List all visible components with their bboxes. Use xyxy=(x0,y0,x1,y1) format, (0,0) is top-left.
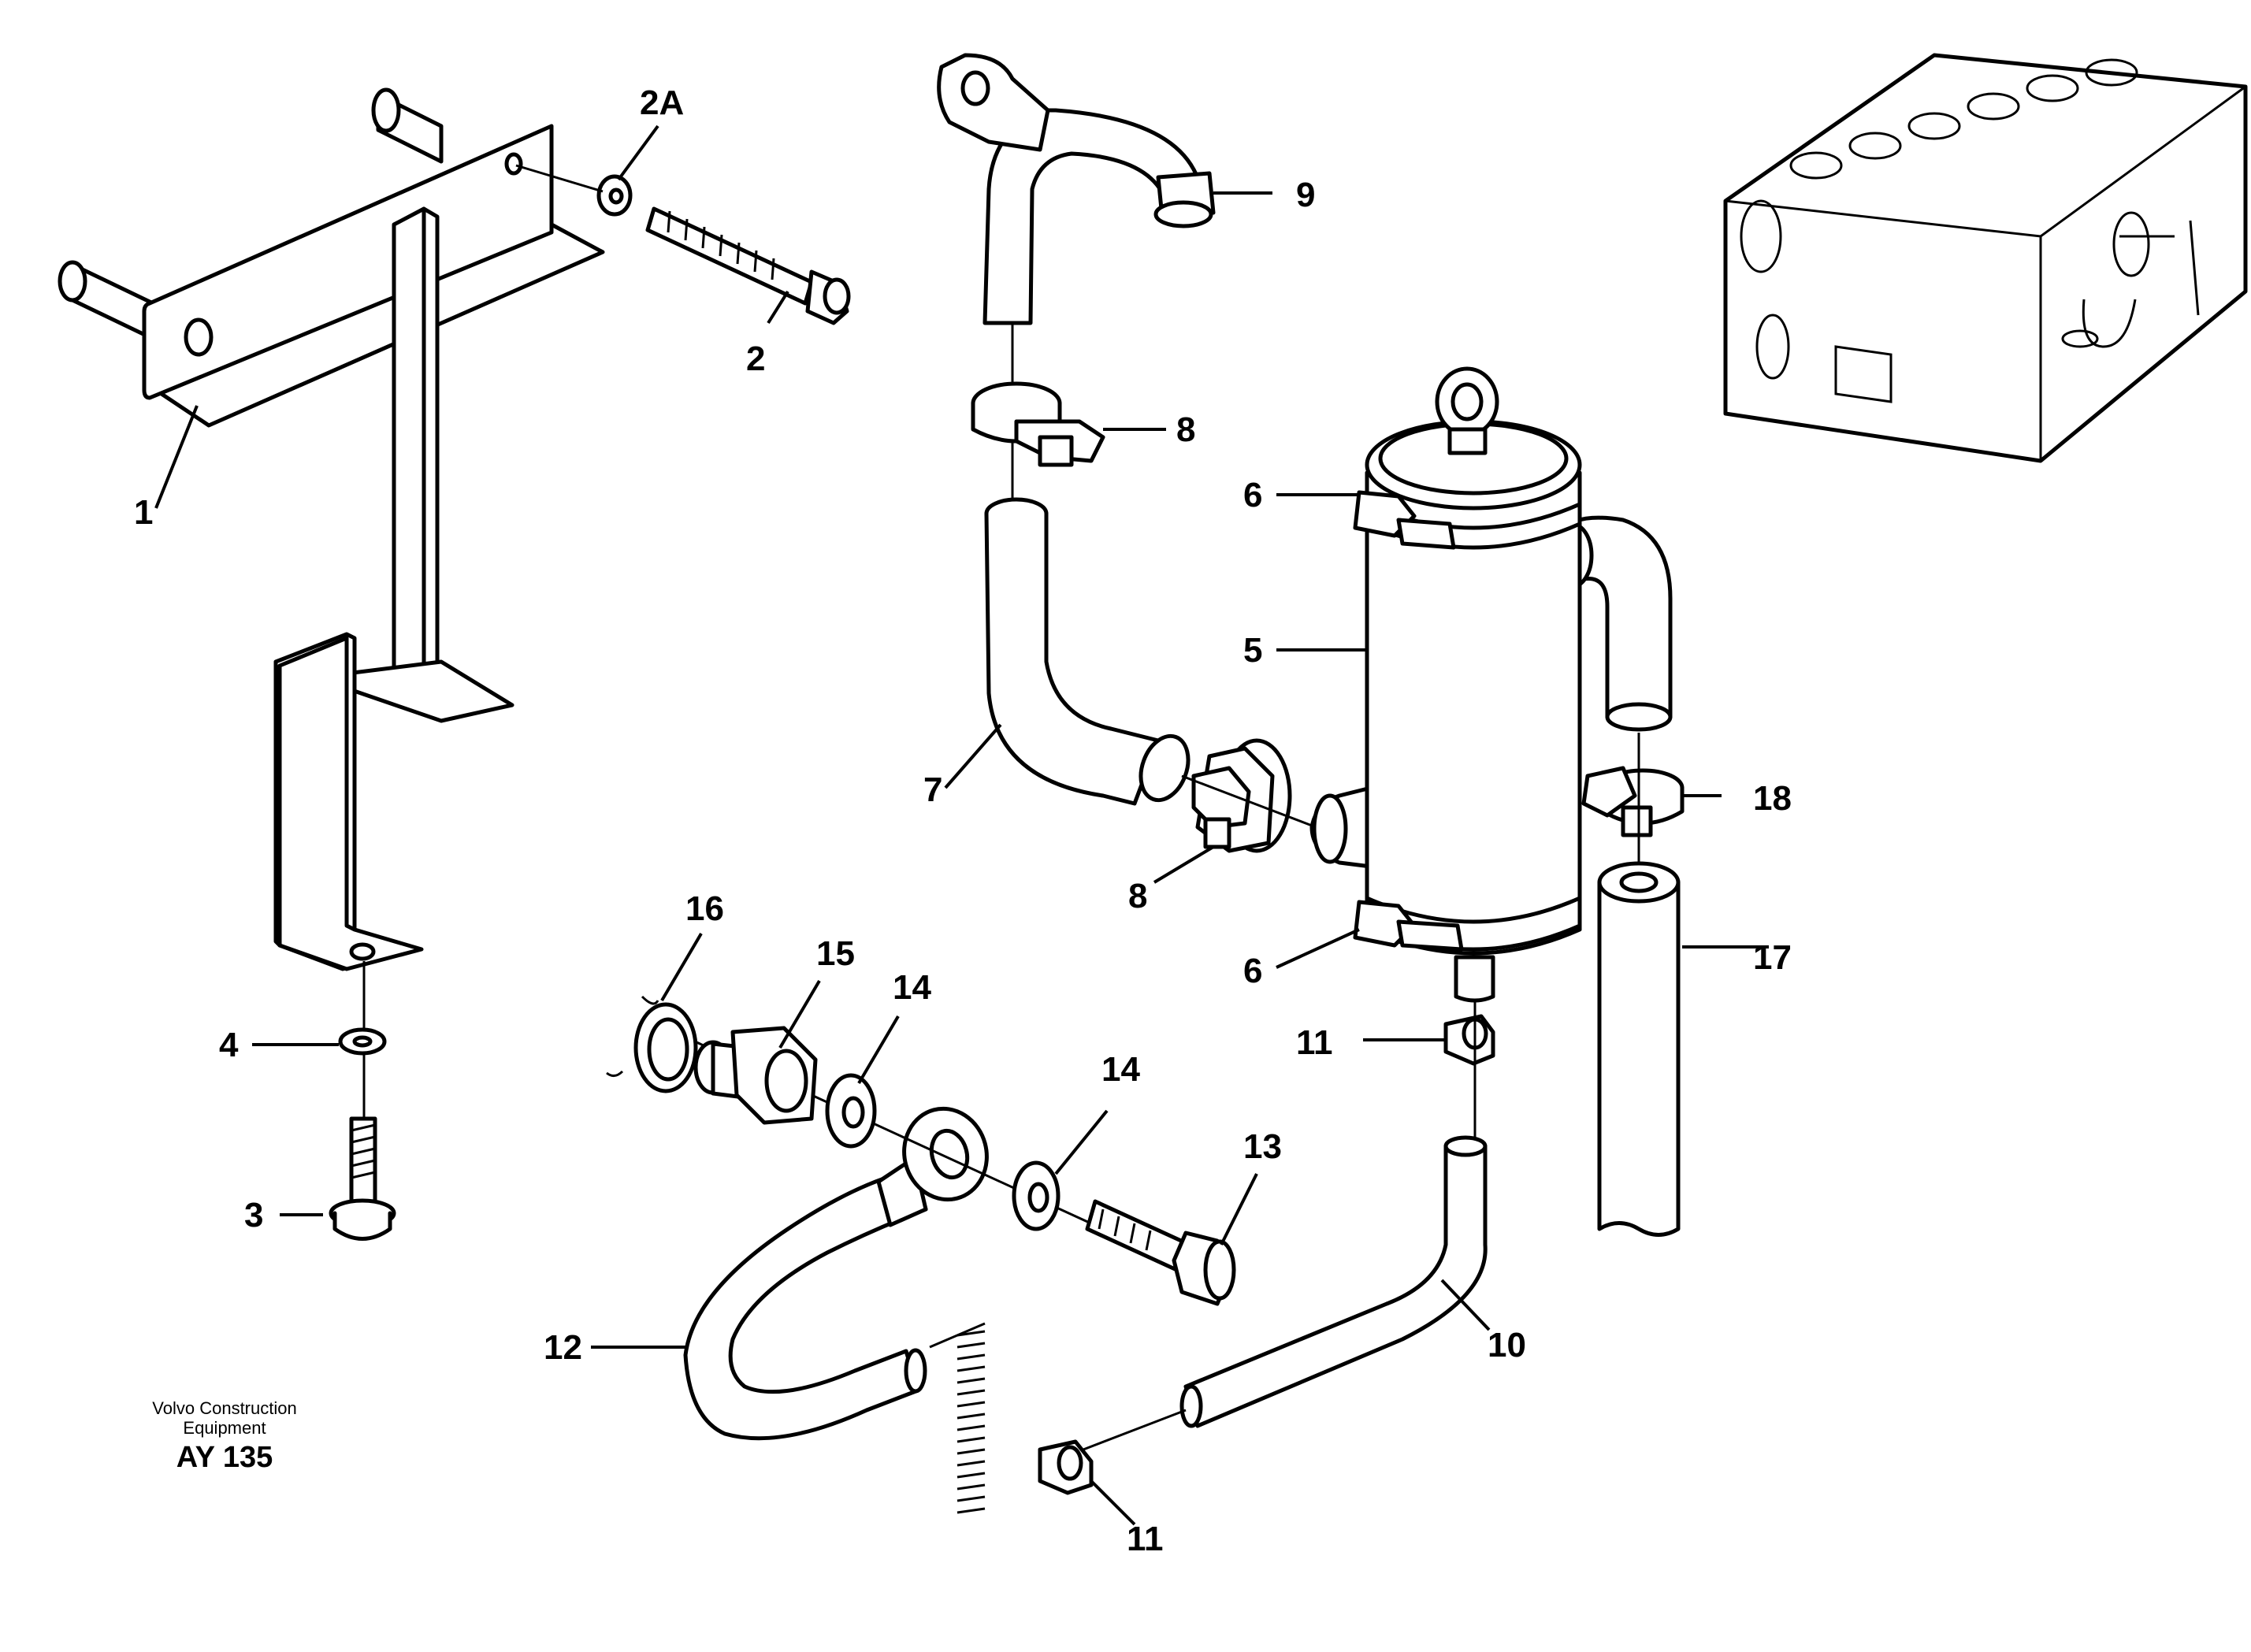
canister-part-5 xyxy=(1309,366,1673,1003)
label-part-8-bottom: 8 xyxy=(1128,877,1147,915)
hose-part-10 xyxy=(1179,1135,1488,1428)
clamp-part-11-upper xyxy=(1443,1014,1495,1066)
washer-part-2a xyxy=(596,174,633,217)
label-part-11-bottom: 11 xyxy=(1127,1520,1164,1558)
label-part-9: 9 xyxy=(1296,176,1315,214)
label-part-6-top: 6 xyxy=(1243,476,1262,514)
hose-part-7 xyxy=(984,497,1191,806)
label-part-18: 18 xyxy=(1753,779,1792,818)
pipe-part-12 xyxy=(683,1106,989,1514)
clamp-part-11-lower xyxy=(1038,1439,1094,1495)
assembly-line xyxy=(515,164,604,193)
hose-part-9 xyxy=(937,53,1216,325)
washer-part-14-left xyxy=(825,1073,877,1149)
label-part-13: 13 xyxy=(1243,1127,1282,1166)
label-part-7: 7 xyxy=(923,770,942,809)
label-part-3: 3 xyxy=(244,1196,263,1234)
drawing-code: AY 135 xyxy=(176,1441,273,1474)
label-part-4: 4 xyxy=(219,1026,239,1064)
label-part-14-right: 14 xyxy=(1101,1050,1140,1089)
label-part-2a: 2A xyxy=(640,84,684,122)
label-part-6-bottom: 6 xyxy=(1243,952,1262,990)
label-part-1: 1 xyxy=(134,493,153,532)
label-part-16: 16 xyxy=(685,889,724,928)
washer-part-14-right xyxy=(1012,1160,1060,1231)
bolt-part-3 xyxy=(329,1116,396,1241)
part-labels: 1 2 2A 3 4 5 6 6 7 8 8 9 10 11 11 12 13 … xyxy=(134,84,1792,1558)
clamp-part-6-top xyxy=(1353,490,1582,550)
leader-lines xyxy=(154,124,1769,1526)
engine-location-inset xyxy=(1723,53,2248,463)
bracket-part-1 xyxy=(58,87,605,971)
gasket-part-16 xyxy=(606,995,698,1093)
label-part-15: 15 xyxy=(816,934,855,973)
clamp-part-8-upper xyxy=(971,381,1105,467)
label-part-10: 10 xyxy=(1488,1326,1526,1364)
brand-footer: Volvo Construction Equipment AY 135 xyxy=(152,1398,296,1474)
label-part-2: 2 xyxy=(746,340,765,378)
clamp-part-6-bottom xyxy=(1353,900,1464,952)
hose-part-17 xyxy=(1597,861,1681,1237)
bolt-part-13 xyxy=(1085,1199,1236,1306)
washer-part-4 xyxy=(338,1027,387,1056)
label-part-12: 12 xyxy=(544,1328,582,1367)
assembly-line xyxy=(1083,1409,1187,1451)
brand-line-1: Volvo Construction xyxy=(152,1398,296,1418)
bolt-part-2 xyxy=(645,206,851,325)
brand-line-2: Equipment xyxy=(183,1418,266,1438)
clamp-part-8-lower xyxy=(1191,738,1292,853)
label-part-11-top: 11 xyxy=(1296,1023,1333,1062)
label-part-8-top: 8 xyxy=(1176,410,1195,449)
label-part-14-left: 14 xyxy=(893,968,931,1007)
assembly-line xyxy=(1181,774,1313,827)
fitting-part-15 xyxy=(693,1026,818,1125)
label-part-17: 17 xyxy=(1753,938,1792,977)
clamp-part-18 xyxy=(1581,766,1685,837)
label-part-5: 5 xyxy=(1243,631,1262,670)
